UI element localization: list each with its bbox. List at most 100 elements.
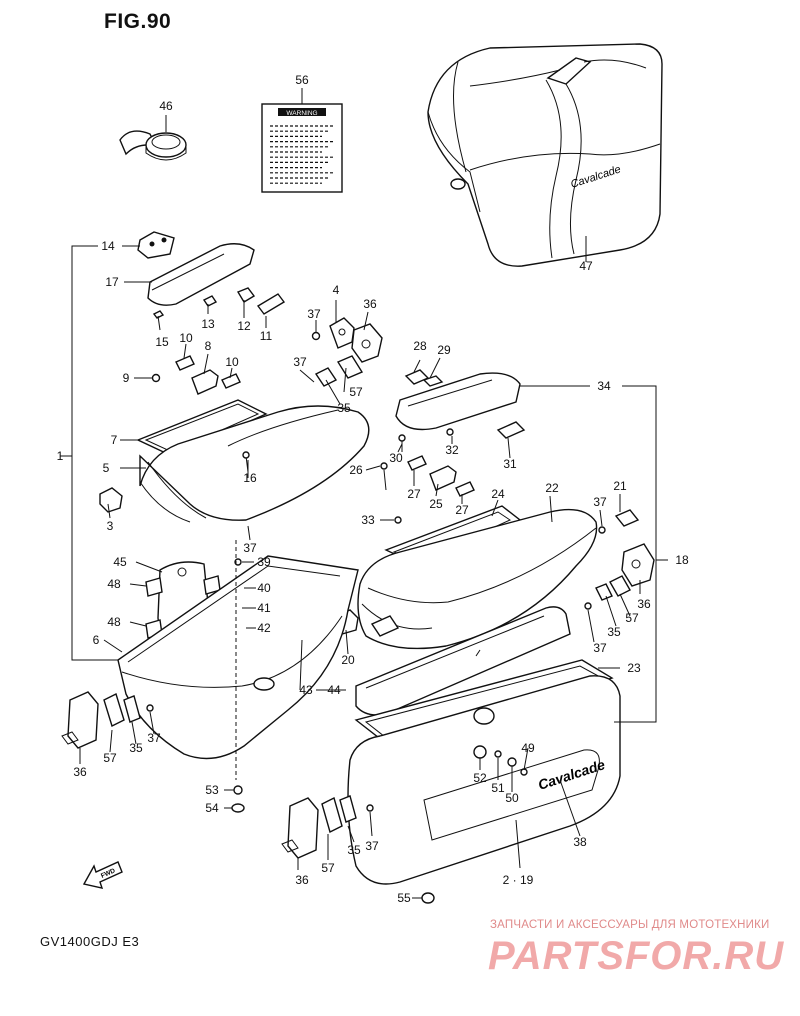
callout-c14: 14 (101, 239, 115, 253)
callout-c32: 32 (445, 443, 459, 457)
part-37-screw-right (598, 526, 606, 534)
callout-c38: 38 (573, 835, 587, 849)
callout-c15: 15 (155, 335, 169, 349)
watermark-subtitle: ЗАПЧАСТИ И АКСЕССУАРЫ ДЛЯ МОТОТЕХНИКИ (490, 919, 770, 931)
part-4-lock-plate (329, 317, 355, 349)
model-code: GV1400GDJ E3 (40, 934, 140, 949)
part-8-bracket (191, 369, 219, 395)
part-53-grommet (233, 785, 243, 795)
part-7-seal-left (136, 399, 268, 457)
callout-c22: 22 (545, 481, 559, 495)
callout-c30: 30 (389, 451, 403, 465)
part-37-screw-lower-left (146, 704, 154, 712)
callout-c42: 42 (257, 621, 271, 635)
part-11-bumper (256, 293, 286, 315)
part-36-lock-cylinder-upper (351, 323, 383, 363)
callout-c4: 4 (333, 283, 340, 297)
part-21-latch (614, 509, 640, 527)
callout-c11: 11 (260, 329, 273, 343)
callout-c52: 52 (473, 771, 487, 785)
part-36-lock-lower-left (61, 691, 99, 749)
part-36-lock-right (621, 543, 655, 587)
part-37-screw-right-lower (584, 602, 592, 610)
callout-c37g: 37 (365, 839, 379, 853)
callout-c16: 16 (243, 471, 257, 485)
part-55-nut (421, 892, 435, 904)
part-34-right-lid (395, 372, 521, 431)
watermark-brand: PARTSFOR.RU (488, 934, 785, 978)
part-5-top-case-left (139, 405, 370, 523)
part-15-screw (152, 310, 165, 331)
callout-c45: 45 (113, 555, 127, 569)
part-22-top-case-right (357, 508, 598, 650)
part-3-lock-knob (99, 487, 123, 513)
callout-c35a: 35 (337, 401, 351, 415)
callout-c36a: 36 (363, 297, 377, 311)
callout-c10b: 10 (225, 355, 239, 369)
part-28-latch (404, 369, 430, 385)
callout-c1: 1 (57, 449, 64, 463)
callout-c27a: 27 (407, 487, 421, 501)
callout-c44: 44 (327, 683, 341, 697)
callout-c27b: 27 (455, 503, 469, 517)
callout-c3: 3 (107, 519, 114, 533)
callout-c5: 5 (103, 461, 110, 475)
part-35-plate-lower-right (339, 795, 357, 823)
part-29-clip (422, 375, 444, 387)
callout-c37d: 37 (243, 541, 257, 555)
part-33-screw (394, 516, 402, 524)
callout-c51: 51 (491, 781, 505, 795)
part-35-plate-right (595, 583, 613, 601)
callout-c35d: 35 (347, 843, 361, 857)
part-49-52-hardware (473, 745, 528, 776)
part-46-hose-fitting (119, 130, 187, 161)
callout-c37e: 37 (593, 641, 607, 655)
figure-title: FIG.90 (104, 10, 172, 33)
fwd-arrow: FWD (82, 861, 123, 889)
callout-c36d: 36 (295, 873, 309, 887)
callout-c48a: 48 (107, 577, 121, 591)
part-54-nut (231, 803, 245, 813)
callout-c56: 56 (295, 73, 309, 87)
callout-c49: 49 (521, 741, 535, 755)
part-35-plate-lower-left (123, 695, 141, 723)
callout-c57c: 57 (103, 751, 117, 765)
callout-c17: 17 (105, 275, 119, 289)
part-31-bumper (496, 421, 526, 439)
part-38-side-lid: Cavalcade (347, 675, 621, 885)
callout-c6: 6 (93, 633, 100, 647)
callout-c37a: 37 (307, 307, 321, 321)
part-27-pad-upper (407, 455, 427, 471)
warning-label-heading: WARNING (286, 110, 317, 117)
callout-c50: 50 (505, 791, 519, 805)
callout-c37b: 37 (293, 355, 307, 369)
part-17-small-lid (147, 243, 255, 306)
part-12-hinge-clip (236, 287, 256, 303)
callout-c12: 12 (237, 319, 251, 333)
part-14-latch (137, 231, 175, 259)
callout-c53: 53 (205, 783, 219, 797)
part-47-luggage-bag: Cavalcade (427, 43, 663, 267)
callout-c8: 8 (205, 339, 212, 353)
part-26-screw (380, 462, 388, 470)
part-25-bracket (429, 465, 457, 491)
callout-c13: 13 (201, 317, 215, 331)
leader-lines (60, 88, 668, 899)
part-32-bolt (446, 428, 454, 436)
callout-c39: 39 (257, 555, 271, 569)
part-13-screw (202, 295, 218, 307)
part-10-pad-right (221, 373, 241, 389)
part-10-pad-left (175, 355, 195, 371)
callout-c55: 55 (397, 891, 411, 905)
callout-c20: 20 (341, 653, 355, 667)
part-37-screw-upper (311, 331, 321, 341)
part-43-44-inner-panel (355, 606, 571, 716)
callout-c54: 54 (205, 801, 219, 815)
part-37-screw-lower-right (366, 804, 374, 812)
callout-c37f: 37 (147, 731, 161, 745)
callout-c40: 40 (257, 581, 271, 595)
callout-c57a: 57 (349, 385, 363, 399)
callout-c33: 33 (361, 513, 375, 527)
callout-c9: 9 (123, 371, 130, 385)
